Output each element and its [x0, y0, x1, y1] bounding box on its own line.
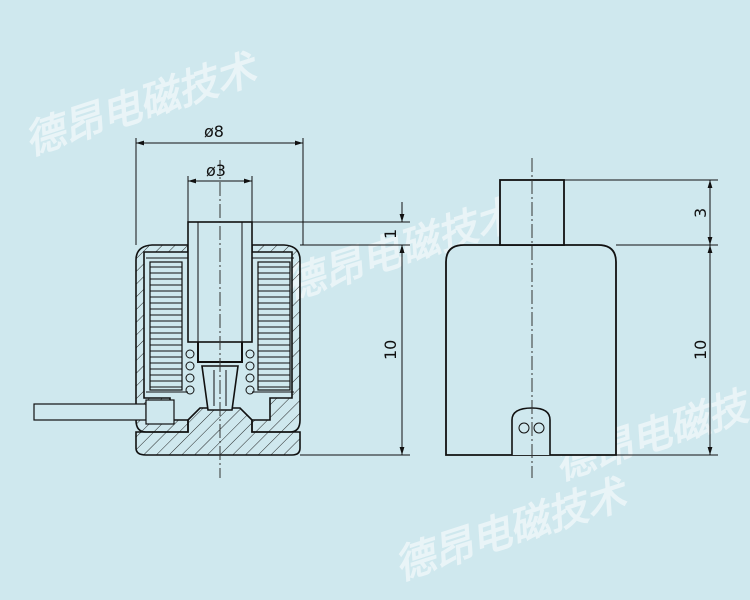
dim-protrusion-right: 3: [691, 208, 710, 218]
coil-left-flanges: [146, 257, 188, 393]
dim-outer-diameter: ø8: [204, 122, 224, 141]
coil-right-winding: [258, 262, 290, 390]
housing-section-right: [251, 244, 301, 433]
watermark-group: 德昂电磁技术 德昂电磁技术 德昂电磁技术 德昂电磁技术: [19, 44, 750, 589]
spring: [185, 349, 255, 395]
terminal-hole-right: [533, 422, 545, 434]
dim-inner-diameter: ø3: [206, 161, 226, 180]
terminal-hole-left: [518, 422, 530, 434]
terminal-exterior: [511, 407, 551, 455]
dim-protrusion-left: 1: [381, 229, 400, 239]
base-section: [135, 407, 301, 456]
housing-exterior: [445, 244, 617, 456]
lead-wire: [33, 403, 147, 421]
sectional-view: [33, 160, 301, 478]
coil-left-winding: [150, 262, 182, 390]
watermark-bottom: 德昂电磁技术: [389, 469, 636, 589]
lead-wire-terminal: [145, 399, 175, 425]
watermark-top: 德昂电磁技术: [19, 44, 266, 164]
dimensions-left: ø8 ø3 1 10: [135, 122, 410, 456]
dim-height-right: 10: [691, 340, 710, 360]
exterior-view: [445, 158, 617, 478]
dim-height-left: 10: [381, 340, 400, 360]
coil-right-flanges: [252, 257, 294, 393]
dimensions-right: 3 10: [564, 179, 718, 456]
